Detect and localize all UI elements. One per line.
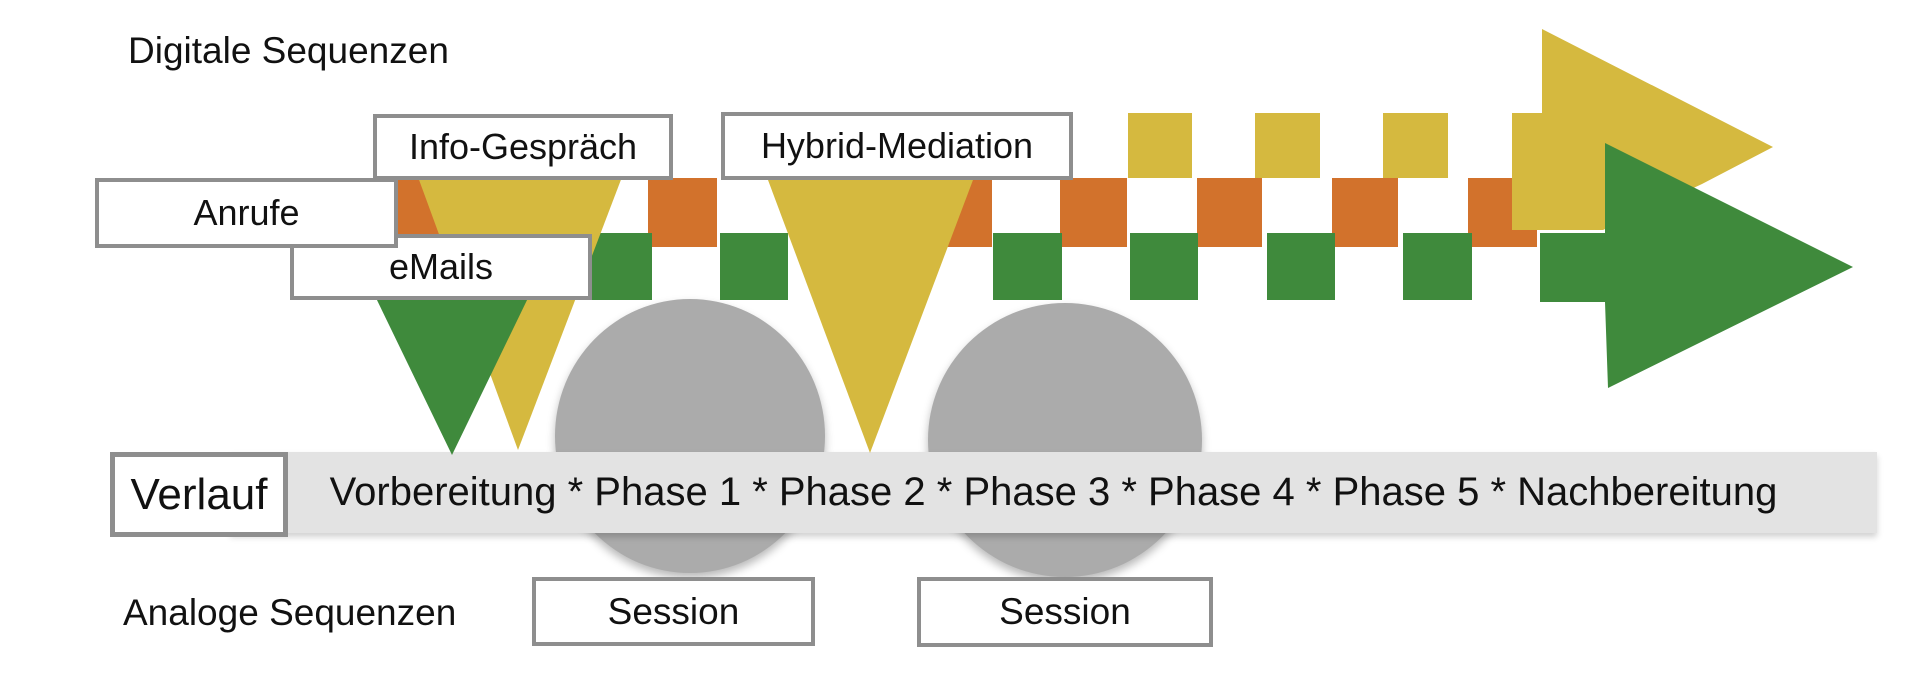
yellow-dash (1128, 113, 1192, 178)
emails-label: eMails (388, 246, 494, 287)
hybrid-mediation-label: Hybrid-Mediation (760, 125, 1034, 166)
green-arrow-head (1540, 143, 1853, 388)
analog-sequences-title: Analoge Sequenzen (123, 592, 457, 633)
verlauf-box: Verlauf (110, 452, 288, 537)
yellow-arrow-head (1512, 29, 1773, 230)
yellow-dash (1255, 113, 1320, 178)
session-box-1: Session (532, 577, 815, 646)
green-dash (993, 233, 1062, 300)
digital-sequences-title: Digitale Sequenzen (128, 30, 449, 71)
verlauf-label: Verlauf (130, 469, 268, 519)
green-dash (1403, 233, 1472, 300)
green-dash (1267, 233, 1335, 300)
orange-dash (1332, 178, 1398, 247)
green-dash (1130, 233, 1198, 300)
orange-dash (648, 178, 717, 247)
info-gespraech-label: Info-Gespräch (408, 126, 638, 167)
hybrid-mediation-box: Hybrid-Mediation (721, 112, 1073, 180)
session-1-label: Session (607, 590, 740, 632)
orange-dash (1197, 178, 1262, 247)
anrufe-box: Anrufe (95, 178, 398, 248)
orange-dash (1060, 178, 1127, 247)
timeline-band: Vorbereitung * Phase 1 * Phase 2 * Phase… (230, 452, 1877, 533)
anrufe-label: Anrufe (193, 192, 300, 233)
green-dash (720, 233, 788, 300)
session-2-label: Session (999, 591, 1131, 632)
info-gespraech-box: Info-Gespräch (373, 114, 673, 180)
hybrid-mediation-marker-triangle (768, 180, 973, 453)
timeline-phases-text: Vorbereitung * Phase 1 * Phase 2 * Phase… (329, 470, 1778, 514)
yellow-dash (1383, 113, 1448, 178)
session-box-2: Session (917, 577, 1213, 647)
